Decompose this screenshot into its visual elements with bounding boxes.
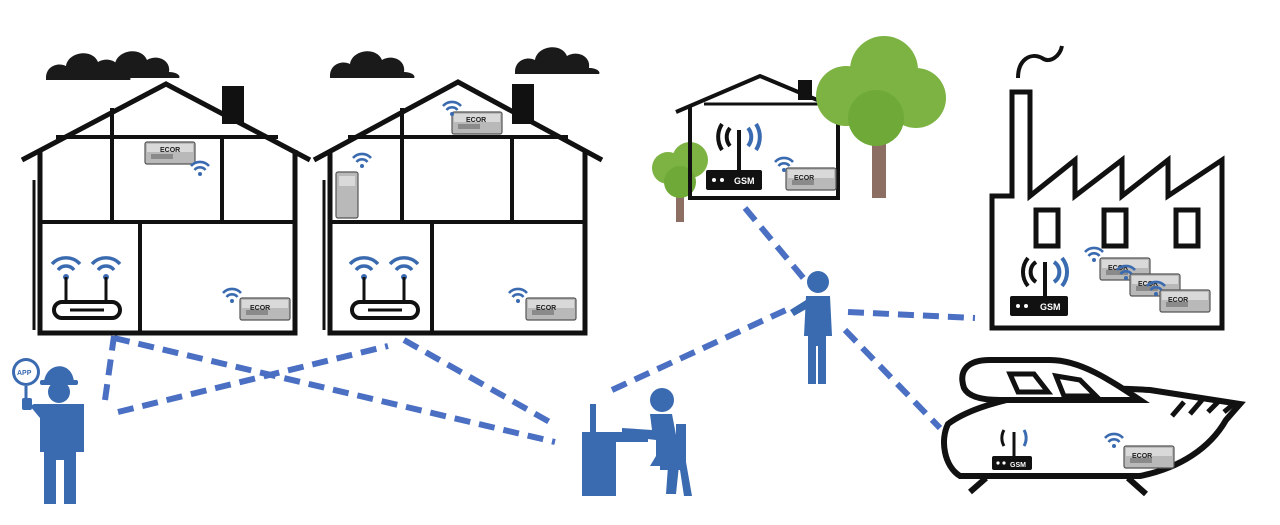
link-mobileuser-factory	[847, 309, 976, 321]
link-house1-desk	[113, 335, 556, 445]
svg-text:GSM: GSM	[1010, 462, 1026, 469]
svg-text:GSM: GSM	[1040, 302, 1061, 312]
controller-device-icon: ECOR	[785, 167, 837, 191]
wifi-icon	[221, 287, 243, 305]
svg-text:ECOR: ECOR	[160, 147, 180, 154]
link-technician-house1	[102, 335, 117, 401]
svg-text:ECOR: ECOR	[1168, 297, 1188, 304]
controller-device-icon: ECOR	[144, 141, 196, 165]
gsm-router-icon: GSM	[706, 122, 762, 190]
tree-icon	[652, 142, 708, 222]
controller-device-icon: ECOR	[239, 297, 291, 321]
mobile-user-icon	[790, 271, 832, 384]
link-country-mobileuser	[742, 206, 808, 282]
wifi-icon	[507, 287, 529, 305]
svg-text:ECOR: ECOR	[794, 175, 814, 182]
tree-icon	[816, 36, 946, 198]
cloud-icon	[330, 51, 415, 78]
link-desk-mobileuser	[610, 307, 788, 393]
router-icon	[50, 256, 122, 320]
desk-operator-icon	[582, 388, 692, 496]
cloud-icon	[515, 47, 600, 74]
technician-icon: APP	[12, 358, 84, 504]
factory: GSM ECOR ECOR ECOR	[989, 45, 1225, 331]
wifi-icon	[351, 152, 373, 170]
gsm-router-icon: GSM	[1010, 256, 1070, 316]
svg-text:APP: APP	[17, 370, 32, 377]
controller-device-icon: ECOR	[1159, 289, 1211, 313]
country-house: GSM ECOR	[652, 36, 946, 222]
svg-text:ECOR: ECOR	[536, 305, 556, 312]
svg-text:GSM: GSM	[734, 176, 755, 186]
controller-device-icon-vertical	[335, 171, 359, 219]
svg-text:ECOR: ECOR	[466, 117, 486, 124]
link-house2-desk	[402, 337, 557, 428]
svg-text:ECOR: ECOR	[1132, 453, 1152, 460]
link-mobileuser-boat	[842, 327, 943, 431]
controller-device-icon: ECOR	[525, 297, 577, 321]
wifi-icon	[189, 160, 211, 178]
svg-text:ECOR: ECOR	[250, 305, 270, 312]
link-technician-house2	[117, 343, 389, 415]
cloud-icon	[95, 51, 180, 78]
house-2: ECOR ECOR	[312, 47, 604, 336]
router-icon	[348, 256, 420, 320]
house-1: ECOR ECOR	[20, 51, 312, 336]
controller-device-icon: ECOR	[451, 111, 503, 135]
gsm-router-icon: GSM	[992, 429, 1032, 470]
boat: GSM ECOR	[941, 357, 1246, 497]
network-links	[102, 206, 976, 445]
controller-device-icon: ECOR	[1123, 445, 1175, 469]
